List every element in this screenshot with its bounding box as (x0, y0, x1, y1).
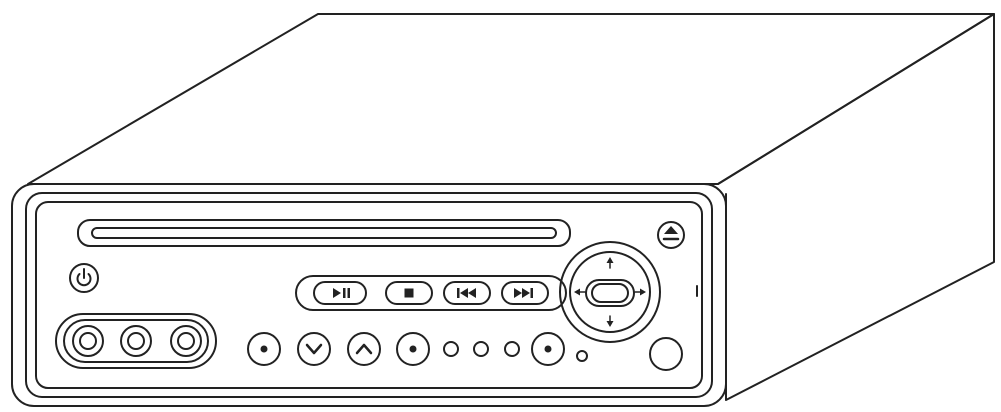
arrow-left-icon (574, 288, 586, 296)
function-button[interactable] (247, 332, 281, 366)
disc-slot (77, 219, 571, 247)
disc-slot-outer (77, 219, 571, 247)
front-panel-face (35, 201, 703, 389)
previous-track-button[interactable] (443, 281, 491, 305)
chevron-up-icon (355, 343, 373, 355)
channel-up-button[interactable] (347, 332, 381, 366)
indicator-led-small (576, 350, 588, 362)
av-jack-panel-inner (63, 319, 209, 363)
eject-icon (662, 226, 680, 241)
next-track-button[interactable] (501, 281, 549, 305)
indicator-led (504, 341, 520, 357)
power-button[interactable] (69, 263, 99, 293)
arrow-up-icon (606, 257, 614, 269)
channel-down-button[interactable] (297, 332, 331, 366)
av-jack (72, 325, 104, 357)
previous-track-icon (457, 288, 476, 298)
front-bezel (11, 183, 727, 407)
next-track-icon (514, 288, 533, 298)
ir-sensor-window (649, 337, 683, 371)
av-jack (120, 325, 152, 357)
stop-icon (404, 288, 414, 298)
stop-button[interactable] (385, 281, 433, 305)
dot-icon (260, 345, 268, 353)
transport-bar (295, 275, 567, 311)
power-icon (76, 268, 92, 287)
av-jack (170, 325, 202, 357)
front-bezel-outer (11, 183, 727, 407)
disc-slot-inner (91, 227, 557, 239)
chevron-down-icon (305, 343, 323, 355)
navigation-ring[interactable] (559, 241, 661, 343)
arrow-down-icon (606, 315, 614, 327)
indicator-led (473, 341, 489, 357)
av-input-jacks (55, 313, 217, 369)
av-jack-panel-outer (55, 313, 217, 369)
play-pause-icon (333, 288, 350, 298)
cabinet-top-panel (27, 13, 995, 185)
eject-button[interactable] (657, 221, 685, 249)
dot-icon (544, 345, 552, 353)
cabinet-side-panel (717, 13, 995, 401)
enter-button[interactable] (585, 279, 635, 307)
function-button[interactable] (531, 332, 565, 366)
front-bezel-inner (25, 192, 713, 398)
arrow-right-icon (634, 288, 646, 296)
indicator-led (443, 341, 459, 357)
function-button[interactable] (396, 332, 430, 366)
dot-icon (409, 345, 417, 353)
play-pause-button[interactable] (313, 281, 367, 305)
